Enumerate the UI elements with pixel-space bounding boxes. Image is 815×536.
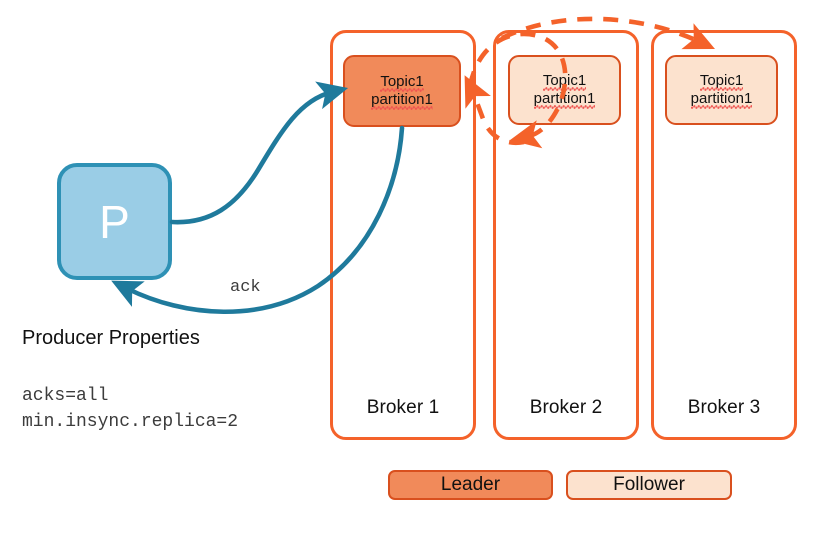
partition-box-broker-3[interactable]: Topic1 partition1 <box>665 55 778 125</box>
legend-label-leader: Leader <box>440 474 501 495</box>
producer-letter: P <box>99 195 130 248</box>
producer-properties-title: Producer Properties <box>22 327 200 349</box>
partition-topic-label-3: Topic1 <box>699 72 744 91</box>
producer-send-arrow <box>169 81 349 225</box>
partition-name-label-3: partition1 <box>690 90 753 109</box>
legend-item-follower: Follower <box>566 470 732 500</box>
broker-label-1: Broker 1 <box>366 397 440 418</box>
producer-properties-values: acks=all min.insync.replica=2 <box>22 386 239 433</box>
partition-topic-label-1: Topic1 <box>380 73 425 92</box>
partition-name-label-2: partition1 <box>533 90 596 109</box>
producer-box[interactable]: P <box>57 163 172 280</box>
ack-flow-label: ack <box>230 278 261 297</box>
broker-label-2: Broker 2 <box>529 397 603 418</box>
legend-label-follower: Follower <box>613 474 685 495</box>
partition-name-label-1: partition1 <box>371 91 433 110</box>
replication-arrow-broker2-to-leader <box>464 75 525 146</box>
broker-label-3: Broker 3 <box>687 397 761 418</box>
legend-item-leader: Leader <box>388 470 553 500</box>
producer-ack-arrow <box>111 125 405 314</box>
